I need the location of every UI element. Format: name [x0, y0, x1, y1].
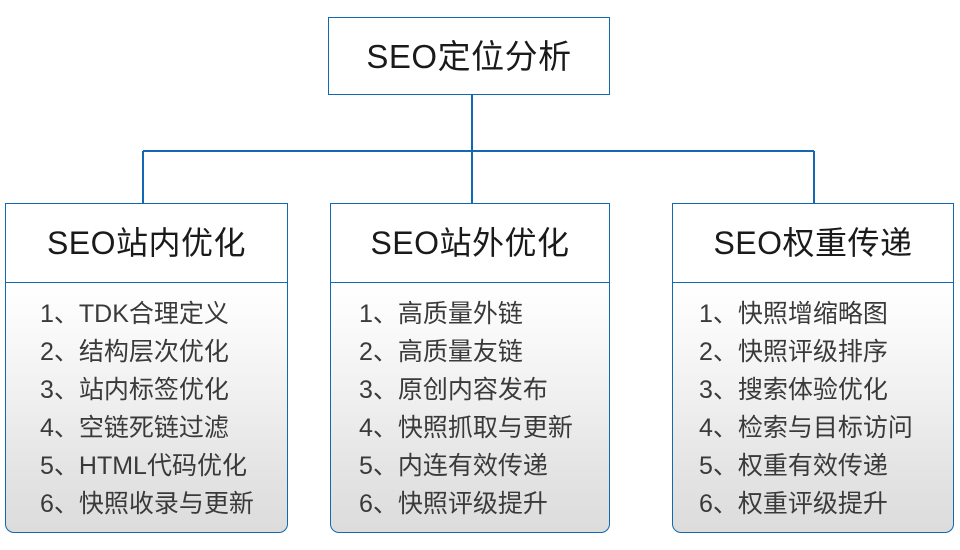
list-item: 3、原创内容发布 [359, 376, 548, 404]
list-item: 2、快照评级排序 [699, 338, 888, 366]
branch-header-label-2: SEO站外优化 [370, 225, 570, 261]
list-item: 4、检索与目标访问 [699, 414, 913, 442]
branch-item-list-3: 1、快照增缩略图 2、快照评级排序 3、搜索体验优化 4、检索与目标访问 5、权… [673, 295, 953, 523]
branch-header-2[interactable]: SEO站外优化 [330, 203, 610, 283]
list-item: 1、TDK合理定义 [40, 300, 229, 328]
list-item: 5、内连有效传递 [359, 452, 548, 480]
list-item: 5、HTML代码优化 [40, 452, 247, 480]
list-item: 4、快照抓取与更新 [359, 414, 573, 442]
branch-column-3: SEO权重传递 1、快照增缩略图 2、快照评级排序 3、搜索体验优化 4、检索与… [672, 203, 954, 533]
list-item: 5、权重有效传递 [699, 452, 888, 480]
list-item: 1、快照增缩略图 [699, 300, 888, 328]
list-item: 1、高质量外链 [359, 300, 523, 328]
list-item: 6、快照评级提升 [359, 490, 548, 518]
branch-header-label-3: SEO权重传递 [713, 225, 913, 261]
branch-body-2: 1、高质量外链 2、高质量友链 3、原创内容发布 4、快照抓取与更新 5、内连有… [330, 283, 610, 533]
root-node[interactable]: SEO定位分析 [328, 17, 610, 95]
list-item: 2、高质量友链 [359, 338, 523, 366]
branch-column-2: SEO站外优化 1、高质量外链 2、高质量友链 3、原创内容发布 4、快照抓取与… [330, 203, 610, 533]
branch-item-list-1: 1、TDK合理定义 2、结构层次优化 3、站内标签优化 4、空链死链过滤 5、H… [6, 295, 287, 523]
branch-header-label-1: SEO站内优化 [46, 225, 247, 261]
list-item: 2、结构层次优化 [40, 338, 229, 366]
branch-body-1: 1、TDK合理定义 2、结构层次优化 3、站内标签优化 4、空链死链过滤 5、H… [5, 283, 288, 533]
root-node-label: SEO定位分析 [366, 37, 572, 75]
list-item: 3、站内标签优化 [40, 376, 229, 404]
branch-header-1[interactable]: SEO站内优化 [5, 203, 288, 283]
branch-item-list-2: 1、高质量外链 2、高质量友链 3、原创内容发布 4、快照抓取与更新 5、内连有… [331, 295, 609, 523]
list-item: 6、快照收录与更新 [40, 490, 254, 518]
branch-header-3[interactable]: SEO权重传递 [672, 203, 954, 283]
list-item: 3、搜索体验优化 [699, 376, 888, 404]
list-item: 6、权重评级提升 [699, 490, 888, 518]
branch-body-3: 1、快照增缩略图 2、快照评级排序 3、搜索体验优化 4、检索与目标访问 5、权… [672, 283, 954, 533]
branch-column-1: SEO站内优化 1、TDK合理定义 2、结构层次优化 3、站内标签优化 4、空链… [5, 203, 288, 533]
list-item: 4、空链死链过滤 [40, 414, 229, 442]
